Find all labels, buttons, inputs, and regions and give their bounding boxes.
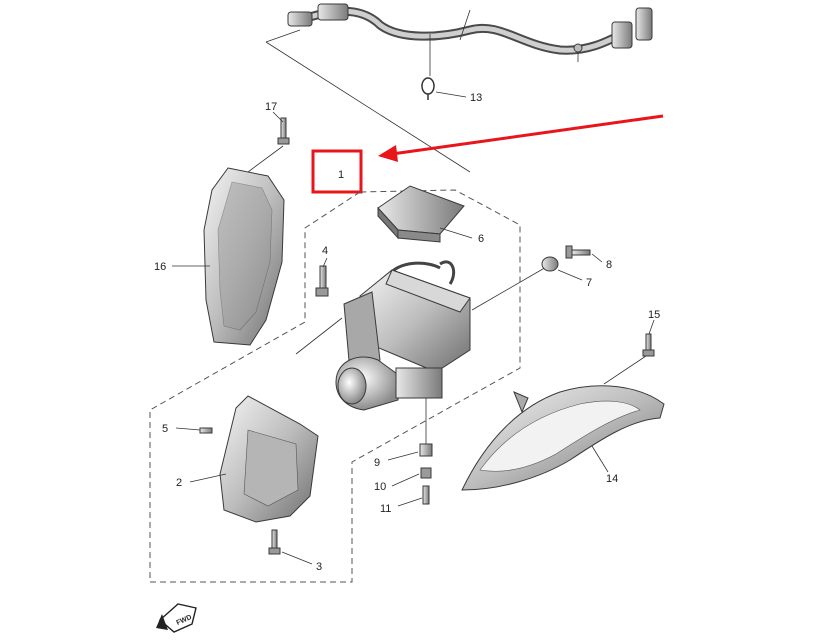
callout-4: 4 bbox=[322, 245, 328, 257]
screw-part-3 bbox=[268, 529, 313, 565]
callout-11: 11 bbox=[380, 503, 391, 515]
callout-8: 8 bbox=[606, 259, 612, 271]
front-direction-badge: FWD bbox=[156, 603, 197, 633]
wire-harness bbox=[287, 3, 653, 76]
callout-2: 2 bbox=[176, 477, 182, 489]
screw-part-4 bbox=[315, 257, 329, 297]
lamp-part-14 bbox=[461, 385, 665, 491]
bolt-part-8 bbox=[565, 245, 603, 263]
callout-15: 15 bbox=[648, 309, 660, 321]
callout-3: 3 bbox=[316, 561, 322, 573]
callout-5: 5 bbox=[162, 423, 168, 435]
module-part-6 bbox=[377, 185, 473, 243]
screw-part-5 bbox=[175, 427, 213, 434]
highlight-arrow bbox=[378, 114, 664, 162]
callout-9: 9 bbox=[374, 457, 380, 469]
headlight-unit bbox=[295, 260, 549, 411]
callout-17: 17 bbox=[265, 101, 277, 113]
cover-part-2 bbox=[189, 395, 319, 523]
callout-7: 7 bbox=[586, 277, 592, 289]
bolt-part-15 bbox=[603, 319, 655, 385]
grommet-part-7 bbox=[541, 256, 583, 281]
callout-16: 16 bbox=[154, 261, 166, 273]
bolt-part-17 bbox=[247, 111, 290, 173]
highlight-box bbox=[311, 149, 363, 194]
callout-13: 13 bbox=[470, 92, 482, 104]
fastener-parts-9-10-11 bbox=[387, 398, 433, 507]
assembly-outline bbox=[149, 189, 521, 583]
reference-frame bbox=[265, 9, 471, 173]
side-duct-part-16 bbox=[172, 167, 285, 346]
clip-part-13 bbox=[421, 77, 467, 100]
callout-1: 1 bbox=[338, 169, 344, 181]
callout-10: 10 bbox=[374, 481, 386, 493]
callout-6: 6 bbox=[478, 233, 484, 245]
callout-14: 14 bbox=[606, 473, 618, 485]
